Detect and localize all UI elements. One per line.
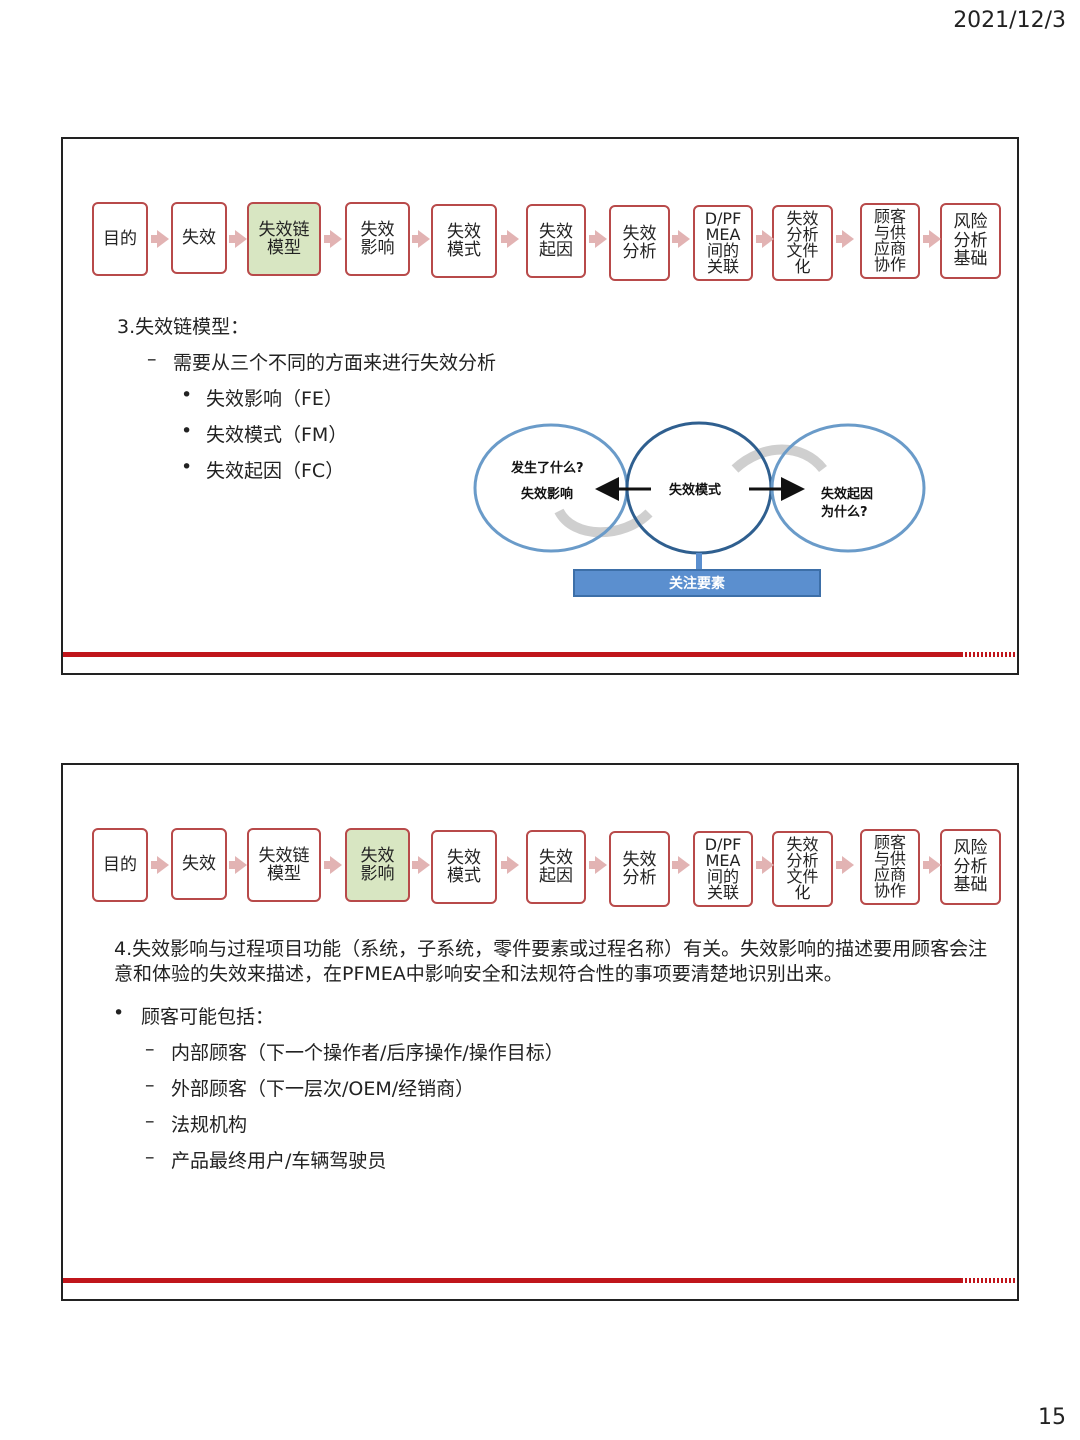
flow-step: 失效起因	[526, 830, 586, 904]
flow-arrow-icon	[836, 230, 854, 248]
label-why: 为什么?	[821, 505, 868, 520]
page-number: 15	[1038, 1405, 1066, 1430]
footer-bar	[63, 652, 963, 657]
focus-elements-bar: 关注要素	[573, 569, 821, 597]
label-what-happened: 发生了什么?	[511, 461, 584, 476]
bullet-failure-effect: 失效影响（FE）	[206, 388, 343, 410]
flow-step: 失效分析	[609, 205, 670, 281]
page-date: 2021/12/3	[953, 8, 1066, 33]
flow-step: 失效模式	[431, 204, 497, 278]
diagram-graphics	[473, 421, 926, 569]
flow-arrow-icon	[151, 230, 169, 248]
label-failure-cause: 失效起因	[821, 487, 874, 502]
failure-chain-diagram: 发生了什么? 失效影响 失效模式 失效起因 为什么? 关注要素	[473, 421, 933, 611]
flow-arrow-icon	[151, 856, 169, 874]
flow-arrow-icon	[501, 230, 519, 248]
customer-regulatory: 法规机构	[171, 1114, 248, 1136]
flow-step: 失效影响	[345, 202, 410, 276]
sub-point: 需要从三个不同的方面来进行失效分析	[173, 352, 497, 374]
flow-arrow-icon	[229, 230, 247, 248]
flow-arrow-icon	[589, 856, 607, 874]
footer-hatch	[961, 652, 1017, 657]
bullet-marker: •	[113, 1002, 125, 1024]
flow-arrow-icon	[589, 230, 607, 248]
flow-step: 失效	[171, 202, 227, 274]
flow-step: 失效起因	[526, 204, 586, 278]
flow-arrow-icon	[229, 856, 247, 874]
flow-arrow-icon	[324, 856, 342, 874]
footer-bar	[63, 1278, 963, 1283]
dash-marker: –	[145, 1074, 155, 1096]
dash-marker: –	[145, 1146, 155, 1168]
flow-step: 失效分析文件化	[772, 205, 833, 281]
flow-arrow-icon	[923, 230, 941, 248]
flow-arrow-icon	[672, 856, 690, 874]
customers-heading: 顾客可能包括：	[141, 1006, 275, 1028]
bullet-marker: •	[181, 384, 193, 406]
dash-marker: –	[145, 1110, 155, 1132]
flow-step: 顾客与供应商协作	[860, 829, 920, 905]
bullet-failure-mode: 失效模式（FM）	[206, 424, 348, 446]
flow-arrow-icon	[836, 856, 854, 874]
bullet-failure-cause: 失效起因（FC）	[206, 460, 345, 482]
flow-arrow-icon	[756, 856, 774, 874]
flow-arrow-icon	[923, 856, 941, 874]
curved-arrow-upper	[731, 444, 827, 473]
flow-arrow-icon	[412, 230, 430, 248]
flow-arrow-icon	[501, 856, 519, 874]
customer-internal: 内部顾客（下一个操作者/后序操作/操作目标）	[171, 1042, 564, 1064]
flow-arrow-icon	[756, 230, 774, 248]
flow-step: 失效分析	[609, 831, 670, 907]
flow-step: 失效	[171, 828, 227, 900]
flow-step: 失效链模型	[247, 828, 321, 902]
flow-step: 顾客与供应商协作	[860, 203, 920, 279]
curved-arrow-lower	[554, 508, 653, 538]
flow-step: 失效模式	[431, 830, 497, 904]
dash-marker: –	[147, 348, 157, 370]
flow-step: 风险分析基础	[940, 203, 1001, 279]
label-failure-mode: 失效模式	[669, 483, 722, 498]
flow-step: 失效分析文件化	[772, 831, 833, 907]
flow-step: 目的	[92, 202, 148, 276]
flow-arrow-icon	[672, 230, 690, 248]
flow-step: 失效影响	[345, 828, 410, 902]
customer-end-user: 产品最终用户/车辆驾驶员	[171, 1150, 387, 1172]
flow-step: 失效链模型	[247, 202, 321, 276]
flow-arrow-icon	[324, 230, 342, 248]
label-failure-effect: 失效影响	[521, 487, 574, 502]
section-heading: 3.失效链模型：	[117, 316, 250, 338]
footer-hatch	[961, 1278, 1017, 1283]
bullet-marker: •	[181, 420, 193, 442]
bullet-marker: •	[181, 456, 193, 478]
customer-external: 外部顾客（下一层次/OEM/经销商）	[171, 1078, 475, 1100]
flow-step: 目的	[92, 828, 148, 902]
description-paragraph: 4.失效影响与过程项目功能（系统，子系统，零件要素或过程名称）有关。失效影响的描…	[114, 938, 988, 985]
dash-marker: –	[145, 1038, 155, 1060]
flow-arrow-icon	[412, 856, 430, 874]
flow-step: 风险分析基础	[940, 829, 1001, 905]
